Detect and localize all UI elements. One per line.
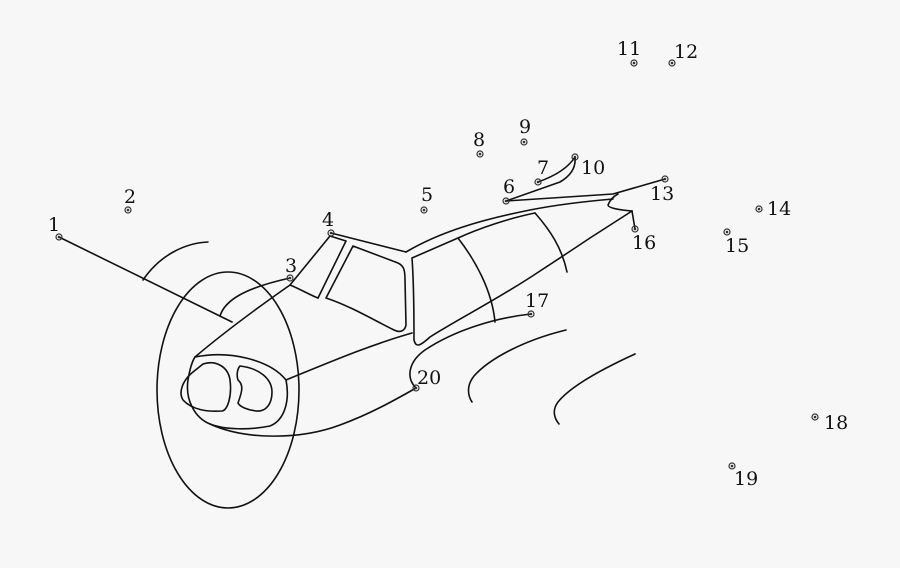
- dot-10: 10: [571, 153, 605, 179]
- fuselage-top: [405, 198, 614, 253]
- dot-label: 17: [525, 290, 549, 312]
- dot-label: 6: [503, 176, 515, 198]
- dot-label: 9: [519, 116, 531, 138]
- canopy-top: [330, 232, 407, 253]
- dot-3: 3: [285, 255, 297, 282]
- dot-2: 2: [124, 186, 136, 214]
- fuselage-bottom: [285, 332, 413, 381]
- side-window: [325, 245, 407, 333]
- dot-label: 16: [632, 232, 656, 254]
- dot-label: 8: [473, 129, 485, 151]
- tail-lower: [607, 193, 633, 212]
- dot-14: 14: [755, 198, 791, 220]
- dot-label: 1: [48, 214, 60, 236]
- dot-label: 5: [421, 184, 433, 206]
- dot-11: 11: [617, 38, 641, 67]
- dot-label: 7: [537, 157, 549, 179]
- dot-18: 18: [811, 412, 848, 434]
- windshield-frame: [289, 235, 347, 299]
- dot-label: 2: [124, 186, 136, 208]
- dot-label: 18: [824, 412, 848, 434]
- dot-label: 3: [285, 255, 297, 277]
- dot-9: 9: [519, 116, 531, 146]
- fuselage-section-2: [534, 212, 568, 273]
- dot-label: 12: [674, 41, 698, 63]
- dot-20: 20: [412, 367, 441, 392]
- wing-curve-2: [553, 353, 636, 425]
- cowling-top: [219, 277, 291, 317]
- dot-label: 11: [617, 38, 641, 60]
- engine-intake-right: [236, 365, 273, 412]
- guide-line-1: [58, 236, 233, 323]
- dot-8: 8: [473, 129, 485, 158]
- dot-label: 20: [417, 367, 441, 389]
- dot-label: 13: [650, 183, 674, 205]
- dot-5: 5: [420, 184, 433, 214]
- fuselage-section-1: [457, 237, 496, 323]
- dot-17: 17: [525, 290, 549, 318]
- dot-13: 13: [650, 175, 674, 205]
- wing-front: [409, 313, 532, 389]
- dot-4: 4: [322, 209, 335, 237]
- dot-label: 19: [734, 468, 758, 490]
- dot-12: 12: [668, 41, 698, 67]
- propeller-disc: [156, 271, 300, 509]
- door-panel: [411, 210, 633, 346]
- dot-15: 15: [723, 228, 749, 257]
- tail-fin-top: [505, 178, 666, 202]
- dot-label: 4: [322, 209, 334, 231]
- dot-label: 14: [767, 198, 791, 220]
- dot-label: 15: [725, 235, 749, 257]
- dot-1: 1: [48, 214, 63, 241]
- airplane-drawing: [58, 156, 666, 509]
- propeller-blade-arc: [142, 241, 209, 281]
- wing-curve-1: [467, 329, 567, 403]
- dot-19: 19: [728, 462, 758, 490]
- belly-curve: [209, 387, 417, 437]
- dot-7: 7: [534, 157, 549, 186]
- engine-intake-outer: [186, 354, 289, 430]
- dot-16: 16: [631, 225, 656, 254]
- cowling-outline: [194, 284, 319, 358]
- dot-6: 6: [502, 176, 515, 205]
- engine-spinner: [180, 362, 232, 413]
- dot-label: 10: [581, 157, 605, 179]
